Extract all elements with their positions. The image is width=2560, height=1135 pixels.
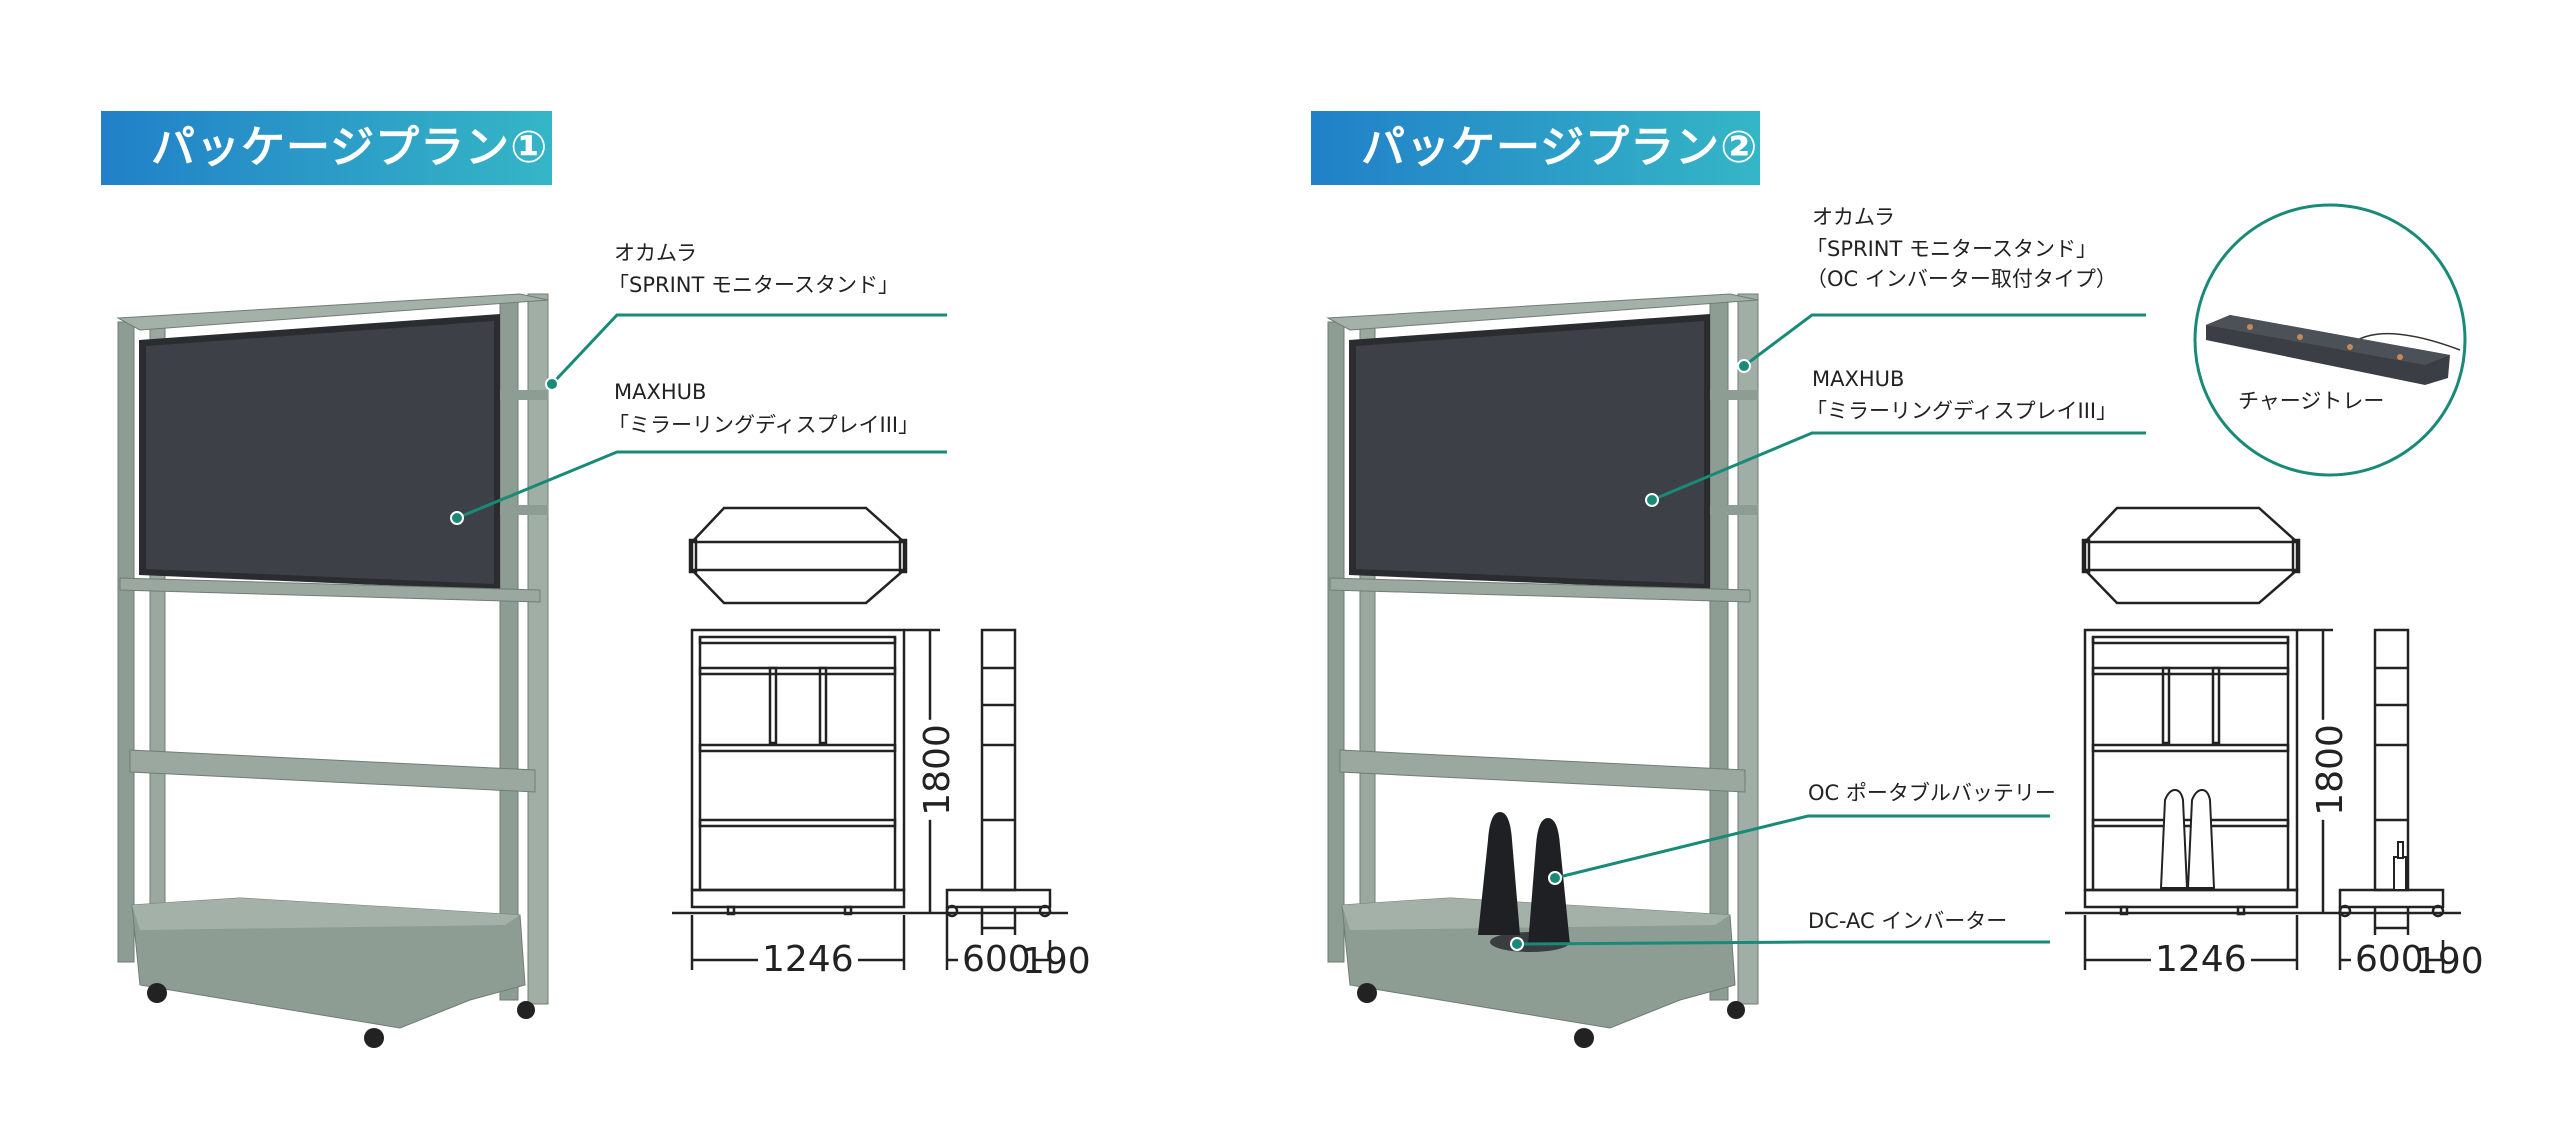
height-dimension: 1800 xyxy=(2310,720,2351,820)
height-dimension: 1800 xyxy=(917,720,958,820)
battery-label: OC ポータブルバッテリー xyxy=(1808,781,2056,805)
dimension-drawing-2 xyxy=(2063,506,2463,972)
plan-1-title: パッケージプラン① xyxy=(101,111,552,185)
display-maker-label: MAXHUB xyxy=(614,380,707,404)
stand-note-label: （OC インバーター取付タイプ） xyxy=(1806,267,2117,291)
plan-2-title: パッケージプラン② xyxy=(1311,111,1760,185)
depth-dimension: 600 xyxy=(958,942,1035,978)
stand-name-label: 「SPRINT モニタースタンド」 xyxy=(1806,237,2097,261)
stand-illustration-1 xyxy=(117,293,549,1049)
display-name-label: 「ミラーリングディスプレイIII」 xyxy=(1806,399,2118,423)
charge-tray-label: チャージトレー xyxy=(2238,389,2385,413)
display-maker-label: MAXHUB xyxy=(1812,367,1905,391)
stand-name-label: 「SPRINT モニタースタンド」 xyxy=(608,273,899,297)
callout-lines-2 xyxy=(1516,313,2146,946)
display-name-label: 「ミラーリングディスプレイIII」 xyxy=(608,413,920,437)
post-dimension: 190 xyxy=(1022,941,1091,982)
callout-lines-1 xyxy=(456,313,947,520)
post-dimension: 190 xyxy=(2415,941,2484,982)
width-dimension: 1246 xyxy=(2151,942,2251,978)
inverter-label: DC-AC インバーター xyxy=(1808,909,2008,933)
stand-maker-label: オカムラ xyxy=(614,241,697,265)
stand-illustration-2 xyxy=(1327,293,1759,1049)
depth-dimension: 600 xyxy=(2351,942,2428,978)
charge-tray-image xyxy=(2206,315,2461,385)
dimension-drawing-1 xyxy=(670,506,1070,972)
width-dimension: 1246 xyxy=(758,942,858,978)
stand-maker-label: オカムラ xyxy=(1812,205,1895,229)
